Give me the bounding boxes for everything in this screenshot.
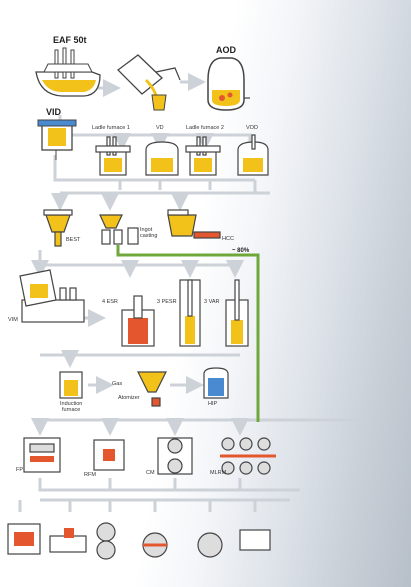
powder-route [59, 367, 229, 407]
induction-label: Induction furnace [60, 401, 83, 413]
ladle2-label: Ladle furnace 2 [186, 125, 224, 131]
casting-row [43, 209, 221, 247]
vid-unit [37, 119, 77, 160]
hip-label: HIP [208, 401, 218, 407]
forging-rolling [23, 437, 276, 475]
rfm-label: RFM [84, 472, 96, 478]
vim-label: VIM [8, 317, 18, 323]
pesr-label: 3 PESR [157, 299, 177, 305]
ladle1-label: Ladle furnace 1 [92, 125, 130, 131]
fp-label: FP [16, 467, 24, 473]
best-label: BEST [66, 237, 81, 243]
var-label: 3 VAR [204, 299, 220, 305]
secondary-metallurgy [95, 134, 269, 176]
aod-converter [207, 57, 250, 111]
atomizer-label: Atomizer [118, 395, 140, 401]
vod-label: VOD [246, 125, 258, 131]
ingot-label: Ingot casting [140, 227, 158, 239]
mlrm-label: MLRM [210, 470, 227, 476]
vim-furnace [19, 269, 85, 323]
eaf-label: EAF 50t [53, 35, 87, 45]
vid-label: VID [46, 107, 62, 117]
gas-label: Gas [112, 381, 123, 387]
vd-label: VD [156, 125, 164, 131]
hcc-label: HCC [222, 236, 234, 242]
remelting-units [121, 279, 249, 347]
aod-label: AOD [216, 45, 236, 55]
cm-label: CM [146, 470, 155, 476]
ladle-pour [117, 54, 181, 111]
green-route [116, 245, 260, 422]
percent-label: ~ 80% [232, 248, 250, 254]
eaf-furnace [35, 47, 101, 97]
esr-label: 4 ESR [102, 299, 118, 305]
finishing-row [7, 522, 271, 560]
